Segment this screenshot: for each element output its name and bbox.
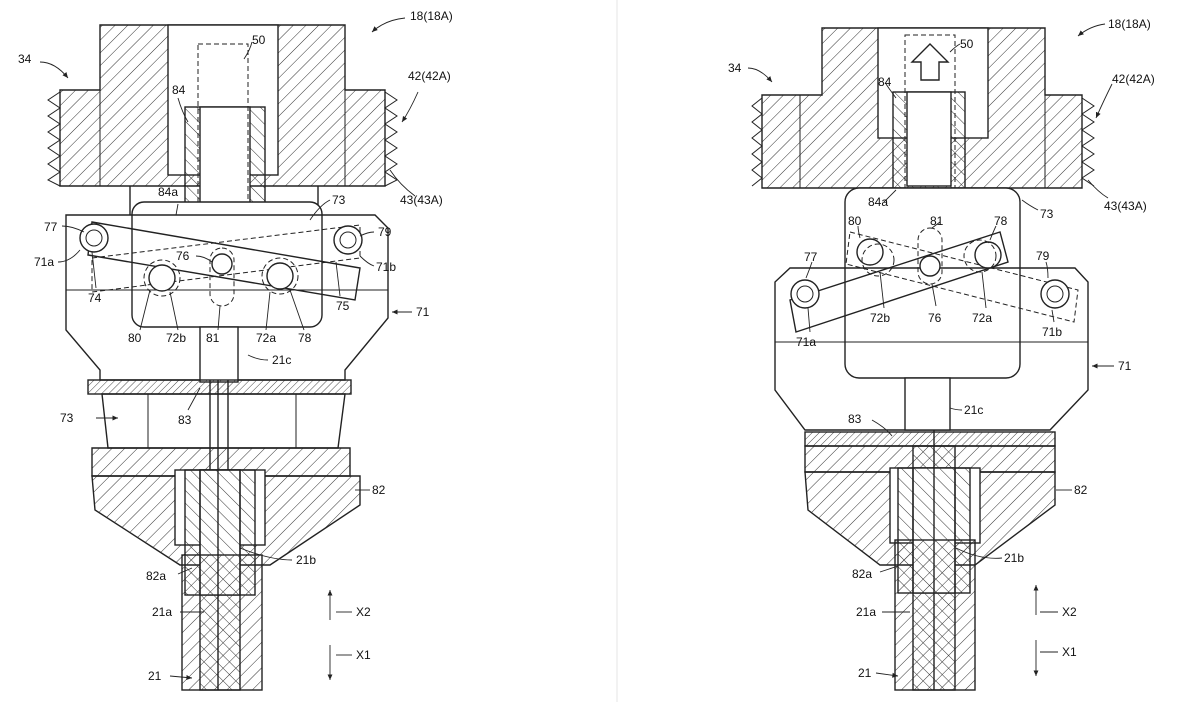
right-figure: 18(18A) 34 50 84 42(42A) 43(43A) 84a 73 …	[728, 17, 1155, 691]
label-84-right: 84	[878, 75, 892, 89]
right-rod-21c	[904, 377, 951, 431]
left-link-72b	[91, 224, 361, 293]
label-84a-right: 84a	[868, 195, 888, 209]
label-82-right: 82	[1074, 483, 1088, 497]
label-79-right: 79	[1036, 249, 1050, 263]
left-lower-73	[101, 393, 346, 449]
label-80: 80	[128, 331, 142, 345]
label-71b: 71b	[376, 260, 396, 274]
label-71-right: 71	[1118, 359, 1132, 373]
label-73-top: 73	[332, 193, 346, 207]
label-76: 76	[176, 249, 190, 263]
label-x2: X2	[356, 605, 371, 619]
label-72b: 72b	[166, 331, 186, 345]
label-73-right: 73	[1040, 207, 1054, 221]
right-pin-77	[790, 279, 820, 309]
label-42: 42(42A)	[408, 69, 451, 83]
right-housing-71	[774, 267, 1089, 431]
label-81: 81	[206, 331, 220, 345]
label-21b: 21b	[296, 553, 316, 567]
label-43: 43(43A)	[400, 193, 443, 207]
label-77-right: 77	[804, 250, 818, 264]
label-42-right: 42(42A)	[1112, 72, 1155, 86]
label-80-right: 80	[848, 214, 862, 228]
label-78: 78	[298, 331, 312, 345]
right-up-arrow	[910, 43, 950, 81]
left-thread-right	[384, 91, 398, 187]
label-82: 82	[372, 483, 386, 497]
left-pin-80	[148, 264, 176, 292]
label-78-right: 78	[994, 214, 1008, 228]
left-housing-71	[65, 214, 389, 381]
label-74: 74	[88, 291, 102, 305]
label-71a-right: 71a	[796, 335, 816, 349]
label-84: 84	[172, 83, 186, 97]
label-x1-right: X1	[1062, 645, 1077, 659]
label-79: 79	[378, 225, 392, 239]
label-71b-right: 71b	[1042, 325, 1062, 339]
label-21: 21	[148, 669, 162, 683]
label-21c-right: 21c	[964, 403, 983, 417]
label-x2-right: X2	[1062, 605, 1077, 619]
label-82a-right: 82a	[852, 567, 872, 581]
label-81-right: 81	[930, 214, 944, 228]
label-34-right: 34	[728, 61, 742, 75]
right-link-72b	[845, 231, 1079, 323]
label-21a: 21a	[152, 605, 172, 619]
label-72a: 72a	[256, 331, 276, 345]
label-21-right: 21	[858, 666, 872, 680]
left-pin-79	[333, 225, 363, 255]
right-pin-78	[974, 241, 1002, 269]
label-84a: 84a	[158, 185, 178, 199]
label-75: 75	[336, 299, 350, 313]
left-pin-77	[79, 223, 109, 253]
label-34: 34	[18, 52, 32, 66]
right-pin-79	[1040, 279, 1070, 309]
label-71: 71	[416, 305, 430, 319]
label-50: 50	[252, 33, 266, 47]
left-figure: 18(18A) 34 50 84 42(42A) 43(43A) 84a 73 …	[18, 9, 453, 691]
right-slot-81	[917, 227, 943, 285]
label-73-side: 73	[60, 411, 74, 425]
label-43-right: 43(43A)	[1104, 199, 1147, 213]
label-83: 83	[178, 413, 192, 427]
left-pin-78	[266, 262, 294, 290]
label-x1: X1	[356, 648, 371, 662]
right-link-72a	[789, 231, 1009, 333]
left-pin-76	[211, 253, 233, 275]
label-50-right: 50	[960, 37, 974, 51]
label-82a: 82a	[146, 569, 166, 583]
label-21a-right: 21a	[856, 605, 876, 619]
right-plate-83	[804, 431, 1056, 447]
label-83-right: 83	[848, 412, 862, 426]
label-71a: 71a	[34, 255, 54, 269]
label-76-right: 76	[928, 311, 942, 325]
left-thread-left	[47, 91, 61, 187]
label-77: 77	[44, 220, 58, 234]
right-pin-80	[856, 238, 884, 266]
label-18: 18(18A)	[410, 9, 453, 23]
label-21b-right: 21b	[1004, 551, 1024, 565]
label-72a-right: 72a	[972, 311, 992, 325]
left-slot-81	[209, 247, 235, 307]
label-21c: 21c	[272, 353, 291, 367]
right-pin-76	[919, 255, 941, 277]
label-18-right: 18(18A)	[1108, 17, 1151, 31]
left-plate-83	[87, 379, 352, 395]
label-72b-right: 72b	[870, 311, 890, 325]
